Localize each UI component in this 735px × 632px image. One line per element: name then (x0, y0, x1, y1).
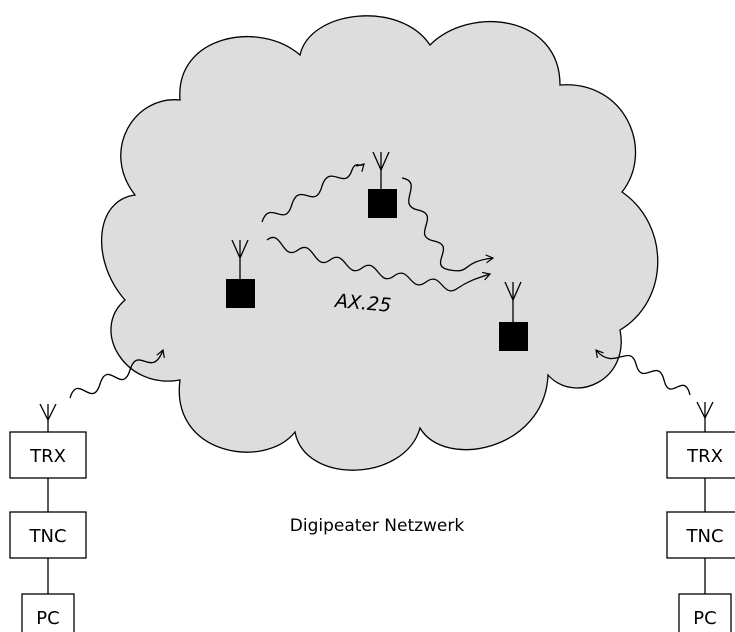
antenna-icon (504, 281, 522, 302)
left-trx-box (9, 431, 87, 479)
left-tnc-label: TNC (28, 526, 66, 547)
digipeater-node-icon (226, 279, 255, 308)
network-label: Digipeater Netzwerk (290, 516, 465, 536)
radio-link-node-a-to-node-b (261, 163, 365, 223)
left-trx-label: TRX (29, 446, 66, 467)
digipeater-node-c (499, 281, 528, 351)
digipeater-node-b (368, 151, 397, 218)
right-trx-box (666, 431, 735, 479)
radio-link-right-station (595, 349, 691, 396)
left-pc-label: PC (36, 608, 59, 629)
protocol-label: AX.25 (332, 290, 392, 317)
digipeater-node-icon (499, 322, 528, 351)
digipeater-node-a (226, 239, 255, 308)
right-pc-box (678, 593, 732, 632)
right-station: TRX TNC PC (666, 401, 735, 632)
network-cloud (100, 15, 659, 471)
left-tnc-box (9, 511, 87, 559)
digipeater-node-icon (368, 189, 397, 218)
antenna-icon (231, 239, 249, 260)
right-pc-label: PC (693, 608, 716, 629)
antenna-icon (39, 403, 57, 422)
left-station: TRX TNC PC (9, 403, 87, 632)
radio-link-node-b-to-node-c (401, 177, 495, 272)
right-tnc-label: TNC (685, 526, 723, 547)
left-pc-box (21, 593, 75, 632)
radio-link-node-a-to-node-c (266, 236, 492, 292)
antenna-icon (696, 401, 714, 420)
radio-link-left-station (69, 348, 165, 399)
antenna-icon (372, 151, 390, 172)
right-trx-label: TRX (686, 446, 723, 467)
